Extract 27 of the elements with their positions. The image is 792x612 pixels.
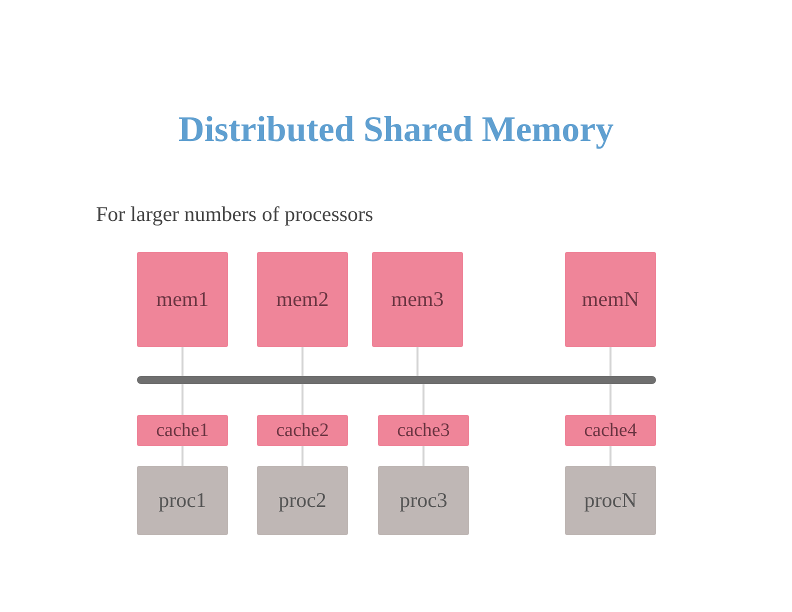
cache-box: cache4 [565, 415, 656, 446]
processor-box: proc3 [378, 466, 469, 535]
connector-line [302, 446, 304, 466]
bus-bar [137, 376, 656, 384]
memory-box: mem2 [257, 252, 348, 347]
title: Distributed Shared Memory [177, 108, 615, 150]
cache-box: cache3 [378, 415, 469, 446]
connector-line [610, 347, 612, 376]
connector-line [302, 347, 304, 376]
connector-line [182, 446, 184, 466]
memory-box: mem1 [137, 252, 228, 347]
memory-box: memN [565, 252, 656, 347]
connector-line [422, 446, 424, 466]
connector-line [610, 384, 612, 415]
processor-box: proc1 [137, 466, 228, 535]
connector-line [302, 384, 304, 415]
memory-box: mem3 [372, 252, 463, 347]
processor-box: procN [565, 466, 656, 535]
cache-box: cache1 [137, 415, 228, 446]
connector-line [422, 384, 424, 415]
connector-line [610, 446, 612, 466]
connector-line [416, 347, 418, 376]
connector-line [182, 384, 184, 415]
subtitle: For larger numbers of processors [96, 202, 374, 227]
cache-box: cache2 [257, 415, 348, 446]
connector-line [182, 347, 184, 376]
processor-box: proc2 [257, 466, 348, 535]
